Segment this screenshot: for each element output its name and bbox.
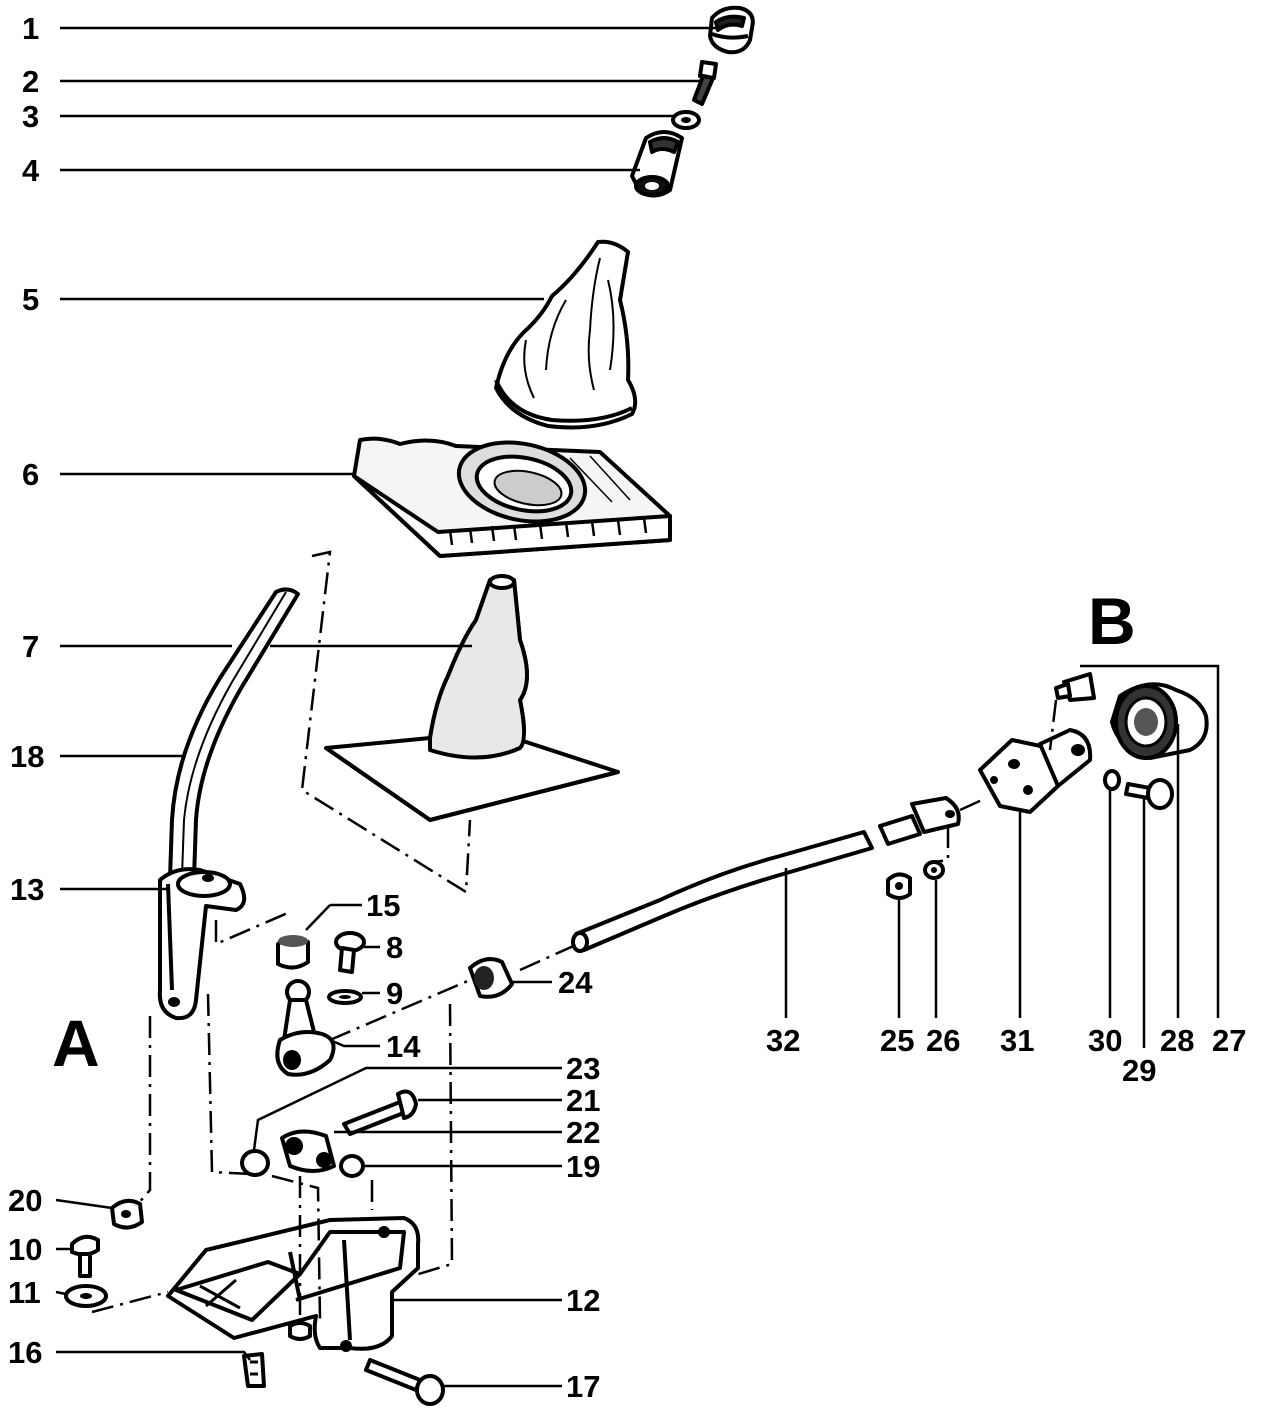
callout-23: 23	[566, 1051, 600, 1086]
part-10-bolt	[70, 1234, 100, 1278]
callout-15: 15	[366, 888, 400, 923]
callout-26: 26	[926, 1023, 960, 1058]
callout-11: 11	[8, 1275, 41, 1310]
part-32-shift-rod	[571, 796, 961, 953]
parts	[64, 5, 1209, 1406]
callout-32: 32	[766, 1023, 800, 1058]
part-14-selector-lever	[275, 979, 336, 1077]
callout-17: 17	[566, 1369, 600, 1404]
part-22-pivot-block	[280, 1129, 336, 1173]
section-a-label: A	[52, 1006, 100, 1080]
part-1-knob-cap	[708, 5, 755, 55]
callout-8: 8	[386, 930, 403, 965]
part-2-screw	[692, 60, 718, 106]
part-5-lever-boot	[494, 239, 638, 430]
callout-30: 30	[1088, 1023, 1122, 1058]
part-25-nut	[886, 872, 912, 900]
part-9-washer	[327, 989, 363, 1005]
callout-31: 31	[1000, 1023, 1034, 1058]
part-31-coupling	[978, 728, 1093, 814]
callout-21: 21	[566, 1083, 600, 1118]
part-30-washer	[1103, 769, 1121, 791]
part-16-clip	[242, 1352, 266, 1388]
part-29-bolt	[1124, 778, 1174, 810]
part-12-base-housing	[166, 1216, 421, 1352]
callout-22: 22	[566, 1115, 600, 1150]
part-20-nut	[110, 1198, 144, 1230]
callout-6: 6	[22, 457, 39, 492]
callout-13: 13	[10, 872, 44, 907]
callout-25: 25	[880, 1023, 914, 1058]
part-11-washer	[64, 1284, 108, 1308]
callout-29: 29	[1122, 1053, 1156, 1088]
part-26-washer	[923, 860, 945, 880]
callout-labels: 1 2 3 4 5 6 7 18 13 15 8 9 14 24 23 21 2…	[8, 11, 1246, 1404]
callout-10: 10	[8, 1232, 42, 1267]
part-18-gear-lever	[168, 587, 300, 880]
callout-18: 18	[10, 739, 44, 774]
callout-1: 1	[22, 11, 39, 46]
callout-7: 7	[22, 629, 39, 664]
callout-27: 27	[1212, 1023, 1246, 1058]
callout-3: 3	[22, 99, 39, 134]
callout-16: 16	[8, 1335, 42, 1370]
callout-19: 19	[566, 1149, 600, 1184]
part-7-rubber-boot	[324, 574, 620, 822]
part-27-bolt	[1054, 672, 1096, 702]
callout-28: 28	[1160, 1023, 1194, 1058]
callout-2: 2	[22, 64, 39, 99]
leader-lines	[55, 26, 1220, 1388]
part-3-washer	[671, 110, 701, 130]
callout-4: 4	[22, 153, 40, 188]
part-21-bolt	[342, 1089, 418, 1136]
part-23-o-ring	[240, 1149, 270, 1177]
callout-14: 14	[386, 1029, 421, 1064]
part-24-bush	[468, 957, 514, 999]
callout-12: 12	[566, 1283, 600, 1318]
callout-24: 24	[558, 965, 593, 1000]
callout-5: 5	[22, 282, 39, 317]
callout-9: 9	[386, 976, 403, 1011]
part-13-lever-bracket	[157, 867, 247, 1021]
callout-20: 20	[8, 1183, 42, 1218]
section-b-label: B	[1088, 584, 1136, 658]
part-6-seal-plate	[352, 436, 672, 558]
part-19-ring	[339, 1154, 365, 1178]
part-8-pin	[334, 931, 366, 974]
section-labels: A B	[52, 584, 1136, 1080]
part-4-knob	[630, 130, 684, 198]
part-28-bearing	[1110, 682, 1209, 760]
part-17-bolt	[364, 1358, 445, 1406]
part-15-bushing	[276, 935, 310, 970]
assembly-lines	[91, 550, 1058, 1330]
